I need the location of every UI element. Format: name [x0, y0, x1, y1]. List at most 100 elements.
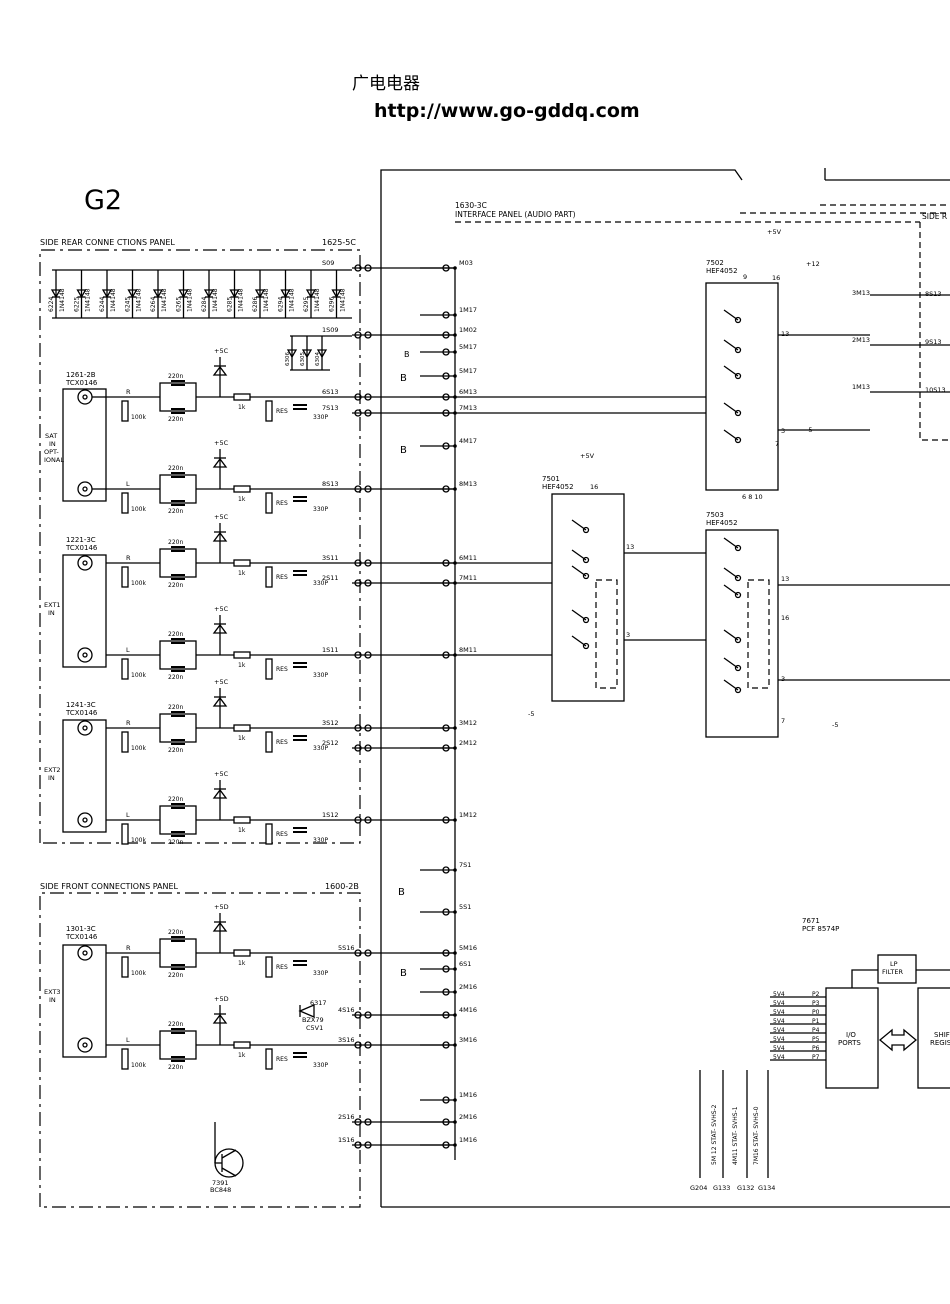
switch-contact — [582, 616, 590, 624]
zener-clamp — [212, 921, 228, 932]
switch-contact — [734, 636, 742, 644]
cap-value: 220n — [168, 972, 183, 979]
svg-text:3: 3 — [781, 427, 785, 435]
c2-label1: EXT1 — [44, 601, 61, 609]
res-value: RES — [276, 964, 288, 971]
pin-label: 6S1 — [459, 960, 471, 968]
pin-label: 8M13 — [459, 480, 477, 488]
line-label: 5S16 — [338, 944, 355, 952]
res-value: 1k — [238, 662, 246, 669]
shift-label-1: SHIF — [934, 1031, 950, 1039]
ic-7671-ref: 7671 — [802, 917, 820, 925]
channel-networks: S091S096S137S138S133S112S111S113S122S121… — [106, 259, 455, 1149]
c4-label1: EXT3 — [44, 988, 61, 996]
port-net: 5V4 — [773, 991, 785, 998]
c4-type: TCX0146 — [65, 933, 98, 941]
diode-type: 1N4148 — [263, 288, 270, 312]
diode — [178, 289, 189, 299]
junction — [453, 868, 457, 872]
diode-type: 1N4148 — [59, 288, 66, 312]
supply-label: +5C — [214, 347, 229, 355]
shift-label-2: REGIS — [930, 1039, 950, 1047]
c1-label2: IN — [49, 440, 56, 448]
diode-ref: 6265 — [176, 297, 183, 312]
c4-label2: IN — [49, 996, 56, 1004]
resistor — [121, 400, 129, 422]
resistor — [233, 1041, 251, 1049]
terminal — [354, 744, 362, 752]
cap-value: 220n — [168, 929, 183, 936]
supply-label: +5C — [214, 513, 229, 521]
pin — [442, 372, 450, 380]
junction — [453, 1013, 457, 1017]
wire — [723, 365, 739, 377]
switch-contact — [734, 591, 742, 599]
interface-panel-frame: 1630-3C INTERFACE PANEL (AUDIO PART) SID… — [380, 168, 950, 1208]
line-label: 6S13 — [322, 388, 339, 396]
pin — [442, 311, 450, 319]
junction — [453, 313, 457, 317]
ic-7503: 7503 HEF4052 13 16 3 7 — [705, 511, 789, 738]
zener-clamp — [212, 457, 228, 468]
resistor — [121, 566, 129, 588]
pin — [442, 1096, 450, 1104]
resistor — [233, 724, 251, 732]
coupling-pair — [159, 713, 197, 743]
res-value: RES — [276, 408, 288, 415]
terminal — [364, 559, 372, 567]
resistor — [233, 485, 251, 493]
bottom-net-label: G134 — [758, 1184, 775, 1192]
pin-label: 7M11 — [459, 574, 477, 582]
front-panel-code: 1600-2B — [325, 882, 359, 891]
supply-label: +5C — [214, 439, 229, 447]
junction — [453, 726, 457, 730]
res-value: 100k — [131, 970, 146, 977]
cap-value: 330P — [313, 837, 328, 844]
svg-text:7: 7 — [775, 440, 779, 448]
pin — [442, 264, 450, 272]
ic-7502-type: HEF4052 — [706, 267, 738, 275]
pin — [442, 816, 450, 824]
pin-label: 5M16 — [459, 944, 477, 952]
supply-label: -5 — [528, 710, 534, 718]
b-label-4: B — [398, 887, 405, 898]
svg-text:16: 16 — [781, 614, 789, 622]
b-label-2: B — [400, 445, 407, 456]
terminal — [364, 949, 372, 957]
diode-ref: 6286 — [252, 297, 259, 312]
terminal — [364, 1118, 372, 1126]
ic-7671: 7671 PCF 8574P I/O PORTS LP FILTER SHIF … — [802, 917, 950, 1089]
coupling-pair — [159, 548, 197, 578]
terminal — [364, 485, 372, 493]
pin-label: 2M12 — [459, 739, 477, 747]
cap-value: 220n — [168, 373, 183, 380]
terminal — [354, 724, 362, 732]
pin-label: 5M17 — [459, 343, 477, 351]
port-net: 5V4 — [773, 1009, 785, 1016]
port-net: 5V4 — [773, 1027, 785, 1034]
cap-value: 220n — [168, 1064, 183, 1071]
sheet-id: G2 — [84, 185, 122, 216]
res-value: 1k — [238, 827, 246, 834]
port-name: P5 — [812, 1036, 820, 1043]
bottom-net-label: G133 — [713, 1184, 730, 1192]
bottom-net-label: G132 — [737, 1184, 754, 1192]
diode-type: 1N4148 — [110, 288, 117, 312]
net-label: 2M13 — [852, 336, 870, 344]
resistor — [265, 400, 273, 422]
pin — [442, 651, 450, 659]
wire — [723, 339, 739, 351]
junction — [453, 1120, 457, 1124]
diode-ref: 6306 — [285, 352, 291, 366]
cap-value: 330P — [313, 580, 328, 587]
io-label-1: I/O — [846, 1031, 856, 1039]
cap-value: 220n — [168, 465, 183, 472]
zener-6317: 6317 BZX79 C5V1 — [298, 999, 327, 1032]
stat-label: 7M16 STAT- SVHS-0 — [753, 1106, 760, 1165]
resistor — [233, 651, 251, 659]
diode-type: 1N4148 — [187, 288, 194, 312]
terminal — [354, 393, 362, 401]
pin-label: 1M17 — [459, 306, 477, 314]
